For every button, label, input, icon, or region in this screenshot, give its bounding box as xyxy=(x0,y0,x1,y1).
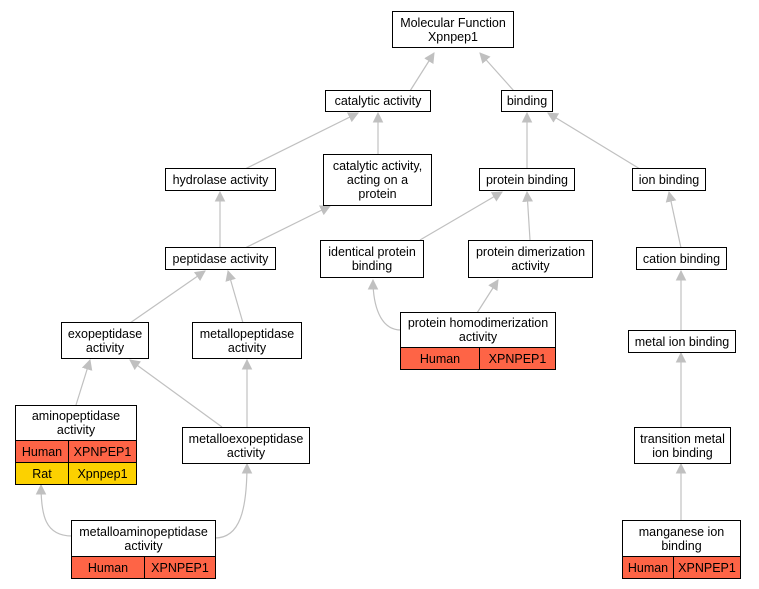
edge-cation-ionbind xyxy=(665,190,682,249)
gene-cell[interactable]: XPNPEP1 xyxy=(479,348,555,369)
node-metallopeptidase-activity[interactable]: metallopeptidase activity xyxy=(192,322,302,359)
node-aminopeptidase-activity[interactable]: aminopeptidase activity Human XPNPEP1 Ra… xyxy=(15,405,137,485)
node-manganese-ion-binding[interactable]: manganese ion binding Human XPNPEP1 xyxy=(622,520,741,579)
node-label: metallopeptidase activity xyxy=(199,326,295,355)
node-identical-protein-binding[interactable]: identical protein binding xyxy=(320,240,424,278)
edge-catalytic-mf xyxy=(409,52,435,92)
node-label: peptidase activity xyxy=(172,251,269,266)
node-binding[interactable]: binding xyxy=(501,90,553,112)
annotation-row: Human XPNPEP1 xyxy=(623,556,740,578)
edge-exopep-peptidase xyxy=(129,270,206,324)
annotation-row: Rat Xpnpep1 xyxy=(16,462,136,484)
species-cell: Human xyxy=(21,444,63,459)
edge-hydrolase-catalytic xyxy=(244,112,359,170)
node-cation-binding[interactable]: cation binding xyxy=(636,247,727,270)
node-label: protein dimerization activity xyxy=(475,245,586,273)
node-molecular-function[interactable]: Molecular Function Xpnpep1 xyxy=(392,11,514,48)
node-label: identical protein binding xyxy=(328,245,416,273)
gene-cell[interactable]: XPNPEP1 xyxy=(144,557,215,578)
edge-ionbind-binding xyxy=(547,112,641,170)
node-label: metalloexopeptidase activity xyxy=(188,431,304,460)
node-protein-binding[interactable]: protein binding xyxy=(479,168,575,191)
edge-binding-mf xyxy=(479,52,515,92)
node-label: catalytic activity, acting on a protein xyxy=(332,159,423,201)
node-label: cation binding xyxy=(642,251,721,266)
node-label: binding xyxy=(506,94,548,108)
node-label: Molecular Function Xpnpep1 xyxy=(400,15,506,44)
node-label: protein homodimerization activity xyxy=(407,316,549,344)
edge-homodimer-dimer xyxy=(476,279,499,314)
node-label: aminopeptidase activity xyxy=(31,409,121,437)
edge-identical-protbind xyxy=(419,191,503,241)
gene-cell[interactable]: XPNPEP1 xyxy=(673,557,740,578)
gene-cell[interactable]: XPNPEP1 xyxy=(68,441,136,462)
node-label: manganese ion binding xyxy=(638,524,725,553)
node-label: protein binding xyxy=(485,172,568,187)
edge-aminopep-exopep xyxy=(75,358,93,406)
node-exopeptidase-activity[interactable]: exopeptidase activity xyxy=(61,322,149,359)
edge-homodimer-identical xyxy=(367,278,402,331)
species-cell: Rat xyxy=(32,466,52,481)
node-protein-homodimerization-activity[interactable]: protein homodimerization activity Human … xyxy=(400,312,556,370)
annotation-row: Human XPNPEP1 xyxy=(401,347,555,369)
gene-cell[interactable]: Xpnpep1 xyxy=(68,463,136,484)
node-label: ion binding xyxy=(638,172,700,187)
species-cell: Human xyxy=(419,351,461,366)
edge-peptidase-catprot xyxy=(244,205,331,249)
node-metalloexopeptidase-activity[interactable]: metalloexopeptidase activity xyxy=(182,427,310,464)
node-metal-ion-binding[interactable]: metal ion binding xyxy=(628,330,736,353)
edge-metallopep-peptidase xyxy=(225,269,244,324)
node-protein-dimerization-activity[interactable]: protein dimerization activity xyxy=(468,240,593,278)
species-cell: Human xyxy=(87,560,129,575)
node-catalytic-acting-on-protein[interactable]: catalytic activity, acting on a protein xyxy=(323,154,432,206)
node-peptidase-activity[interactable]: peptidase activity xyxy=(165,247,276,270)
node-label: metalloaminopeptidase activity xyxy=(79,524,208,553)
species-cell: Human xyxy=(627,560,669,575)
node-hydrolase-activity[interactable]: hydrolase activity xyxy=(165,168,276,191)
node-ion-binding[interactable]: ion binding xyxy=(632,168,706,191)
node-label: hydrolase activity xyxy=(172,172,269,187)
node-transition-metal-ion-binding[interactable]: transition metal ion binding xyxy=(634,427,731,464)
node-label: exopeptidase activity xyxy=(67,326,143,355)
node-catalytic-activity[interactable]: catalytic activity xyxy=(325,90,431,112)
edge-metalloamino-aminopep xyxy=(35,483,73,537)
edge-metalloexo-exopep xyxy=(129,359,223,428)
edge-metalloamino-metalloexo xyxy=(214,462,253,539)
annotation-row: Human XPNPEP1 xyxy=(72,556,215,578)
node-label: catalytic activity xyxy=(334,94,422,108)
edge-dimer-protbind xyxy=(522,190,533,241)
node-label: transition metal ion binding xyxy=(640,431,725,460)
annotation-row: Human XPNPEP1 xyxy=(16,440,136,462)
node-label: metal ion binding xyxy=(634,334,730,349)
node-metalloaminopeptidase-activity[interactable]: metalloaminopeptidase activity Human XPN… xyxy=(71,520,216,579)
